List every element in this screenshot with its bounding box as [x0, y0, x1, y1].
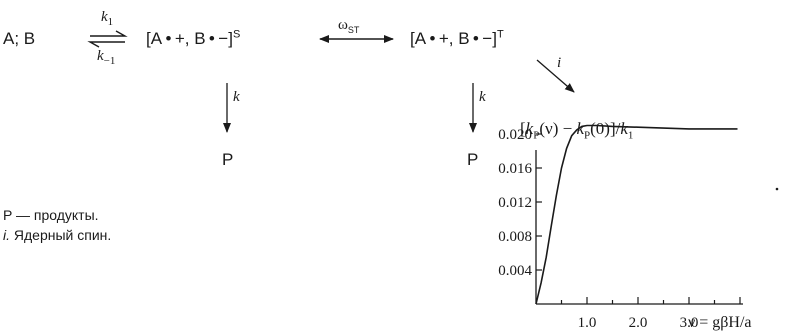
- chart-x-axis-label: ν = gβH/a: [688, 314, 752, 331]
- k1-label: k1: [101, 9, 114, 28]
- singlet-pair-label: [A • +, B • −]S: [146, 28, 241, 48]
- product-left-label: P: [222, 150, 234, 169]
- stray-dot: [775, 187, 779, 191]
- x-tick-label: 1.0: [578, 315, 597, 331]
- k-left-label: k: [233, 89, 240, 105]
- nuclear-spin-arrow: [536, 59, 575, 93]
- chart-series-line: [535, 124, 738, 305]
- product-right-label: P: [467, 150, 479, 169]
- k-minus-1-label: k−1: [97, 48, 116, 67]
- nuclear-spin-i-label: i: [557, 55, 562, 71]
- chart-x-ticks: 1.0 2.0 3.0: [560, 297, 741, 331]
- y-tick-label: 0.012: [498, 195, 532, 211]
- reverse-km1-arrow: [87, 41, 125, 48]
- reactants-label: A; B: [3, 29, 36, 48]
- nuclear-spin-note: i. Ядерный спин.: [3, 227, 112, 243]
- products-note: P — продукты.: [3, 207, 99, 223]
- y-tick-label: 0.008: [498, 229, 532, 245]
- chart-title: [kP(ν) − kP(0)]/k1: [520, 119, 634, 142]
- y-tick-label: 0.004: [498, 263, 532, 279]
- x-tick-label: 2.0: [629, 315, 648, 331]
- chart-y-ticks: 0.004 0.008 0.012 0.016 0.020: [498, 127, 542, 279]
- omega-st-label: ωST: [338, 17, 360, 35]
- x-tick-label: 3.0: [680, 315, 699, 331]
- k-right-label: k: [479, 89, 486, 105]
- y-tick-label: 0.016: [498, 161, 532, 177]
- y-tick-label: 0.020: [498, 127, 532, 143]
- triplet-pair-label: [A • +, B • −]T: [410, 28, 504, 48]
- forward-k1-arrow: [90, 30, 128, 37]
